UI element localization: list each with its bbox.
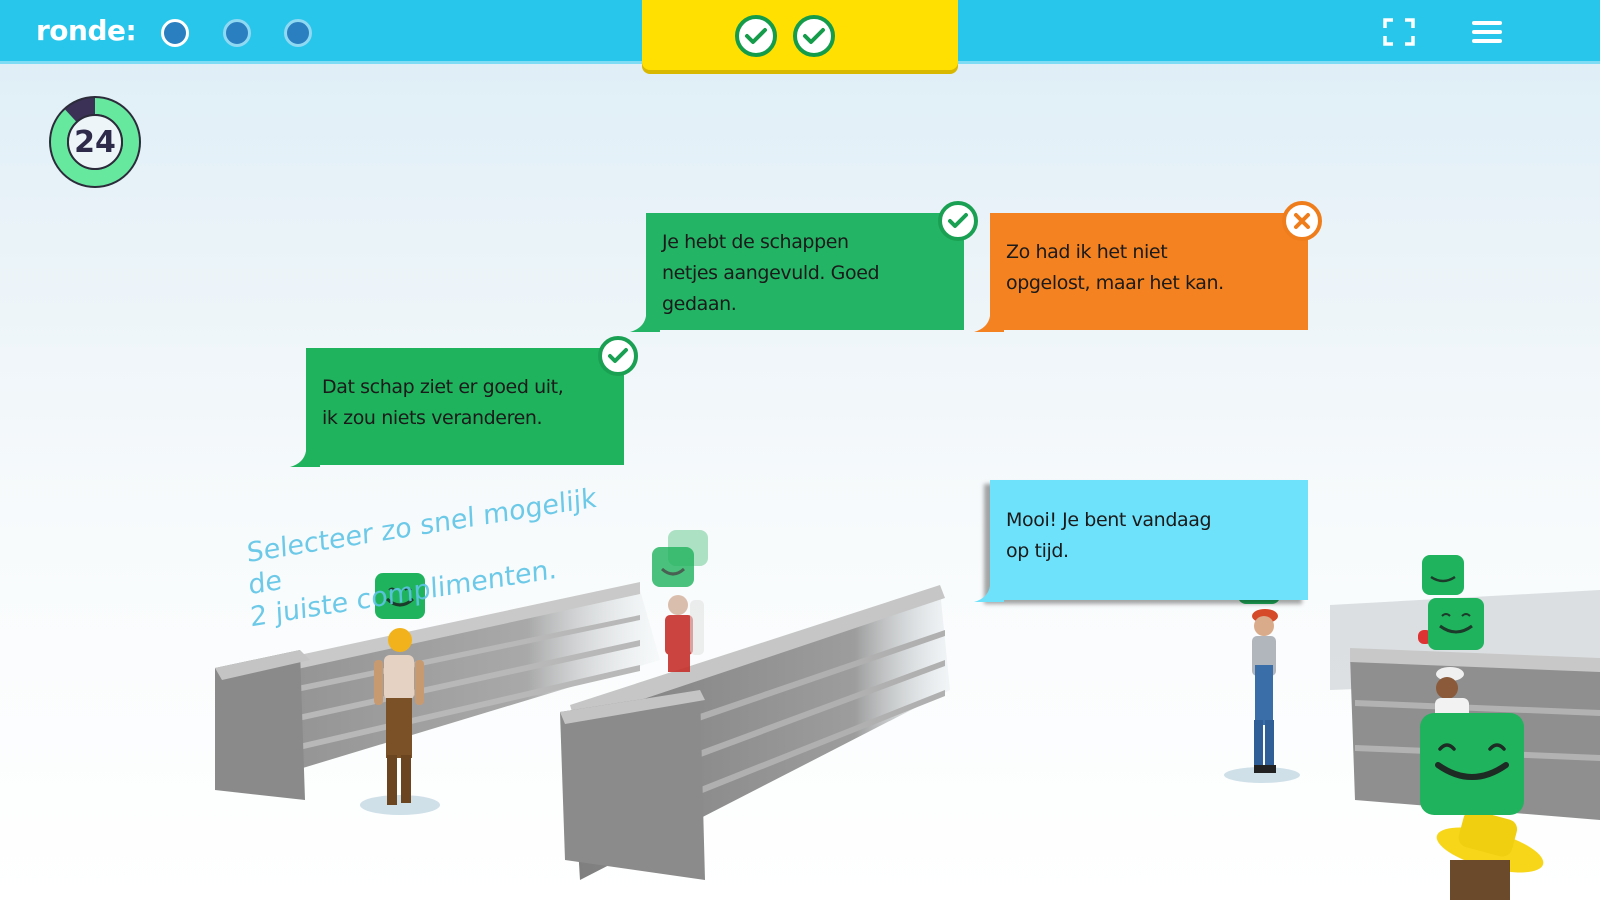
bubble-text-line: Dat schap ziet er goed uit, — [322, 376, 564, 398]
round-indicator-2 — [223, 19, 251, 47]
timer-ring — [49, 96, 141, 188]
bubble-text-line: gedaan. — [662, 293, 737, 315]
bubble-text-line: Mooi! Je bent vandaag — [1006, 509, 1212, 531]
check-icon — [745, 28, 767, 44]
countdown-timer: 24 — [45, 92, 145, 192]
score-panel — [642, 0, 958, 70]
character-chef[interactable] — [1418, 630, 1469, 728]
smiley-emoji-tag — [1428, 598, 1484, 650]
smiley-emoji-tag — [1420, 713, 1524, 815]
correct-badge — [598, 336, 638, 376]
timer-seconds: 24 — [74, 124, 116, 160]
bubble-tail — [974, 316, 1004, 332]
shelf-middle — [560, 585, 950, 880]
bubble-text-line: opgelost, maar het kan. — [1006, 272, 1224, 294]
bubble-text-line: op tijd. — [1006, 540, 1069, 562]
shelf-left — [215, 582, 660, 800]
fullscreen-icon — [1383, 18, 1415, 46]
bubble-text-line: Je hebt de schappen — [662, 231, 849, 253]
check-icon — [948, 213, 968, 228]
bubble-text-line: ik zou niets veranderen. — [322, 407, 543, 429]
round-indicator-3 — [284, 19, 312, 47]
bubble-tail — [974, 586, 1004, 602]
bubble-text-line: Zo had ik het niet — [1006, 241, 1168, 263]
character-red-shirt[interactable] — [665, 595, 704, 672]
close-x-icon — [1294, 213, 1310, 229]
correct-badge — [938, 201, 978, 241]
menu-button[interactable] — [1467, 14, 1507, 50]
score-check-2 — [793, 15, 835, 57]
round-indicator-1 — [161, 19, 189, 47]
hamburger-menu-icon — [1472, 21, 1502, 43]
smiley-emoji-tag — [375, 573, 425, 619]
smiley-emoji-tag — [652, 547, 694, 587]
bubble-tail — [290, 451, 320, 467]
bubble-text-line: netjes aangevuld. Goed — [662, 262, 880, 284]
character-yellow-hat[interactable] — [1432, 808, 1548, 900]
check-icon — [608, 348, 628, 363]
compliment-option-1[interactable]: Je hebt de schappen netjes aangevuld. Go… — [630, 201, 978, 332]
incorrect-badge — [1282, 201, 1322, 241]
compliment-option-3[interactable]: Dat schap ziet er goed uit, ik zou niets… — [290, 336, 638, 467]
compliment-option-2[interactable]: Zo had ik het niet opgelost, maar het ka… — [974, 201, 1322, 332]
character-overalls-worker[interactable] — [1252, 609, 1278, 773]
fullscreen-button[interactable] — [1379, 14, 1419, 50]
score-check-1 — [735, 15, 777, 57]
bubble-tail — [630, 316, 660, 332]
smiley-emoji-tag — [1422, 555, 1464, 595]
character-construction-worker[interactable] — [374, 628, 424, 805]
check-icon — [803, 28, 825, 44]
round-label: ronde: — [36, 14, 137, 47]
compliment-option-4[interactable]: Mooi! Je bent vandaag op tijd. — [974, 480, 1308, 602]
timer-remaining-arc — [51, 98, 139, 186]
